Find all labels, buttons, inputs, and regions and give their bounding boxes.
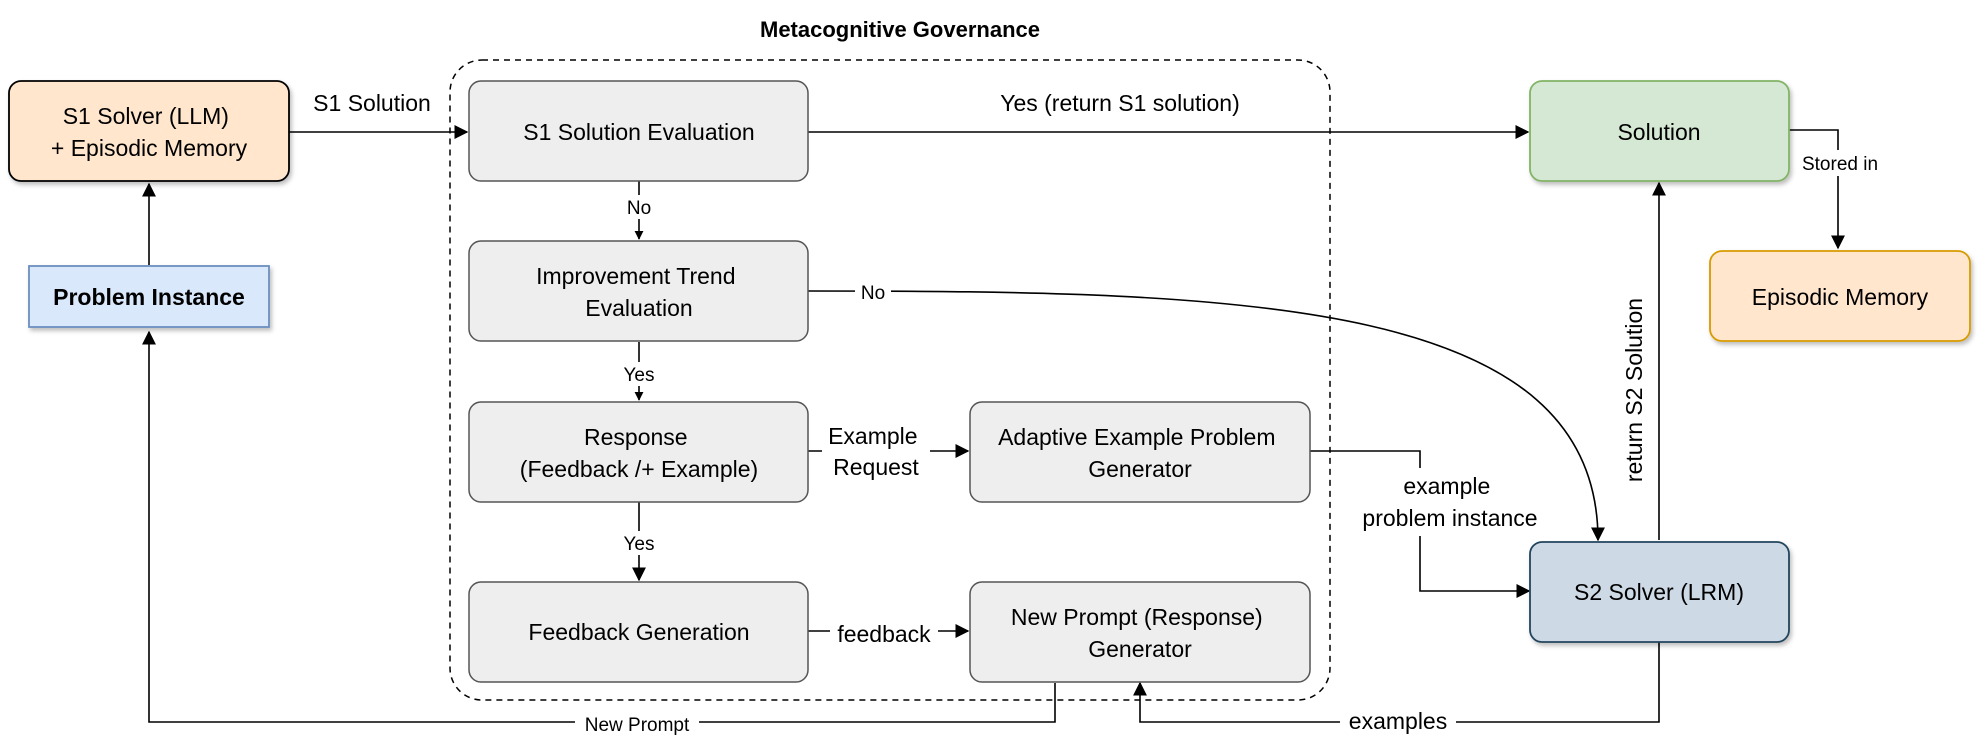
svg-text:Yes (return S1 solution): Yes (return S1 solution) — [1000, 90, 1240, 116]
svg-text:Problem Instance: Problem Instance — [53, 284, 245, 310]
svg-text:No: No — [861, 283, 885, 304]
svg-text:S1 Solution Evaluation: S1 Solution Evaluation — [523, 119, 754, 145]
edge-label-example-request: Example Request — [822, 420, 930, 482]
edge-label-examples: examples — [1340, 706, 1456, 736]
edge-label-no-1: No — [622, 195, 656, 219]
edge-label-feedback: feedback — [830, 618, 938, 648]
svg-text:Example Request: Example Request — [828, 423, 924, 480]
diagram-title: Metacognitive Governance — [760, 17, 1040, 42]
edge-label-yes-2: Yes — [618, 531, 660, 555]
svg-text:New Prompt (Response) Ge: New Prompt (Response) Generator — [1011, 604, 1269, 662]
node-s1-solution-evaluation: S1 Solution Evaluation — [468, 80, 809, 182]
svg-text:S1 Solver (LLM) + Episod: S1 Solver (LLM) + Episodic Memory — [51, 103, 248, 161]
edge-label-stored-in: Stored in — [1794, 150, 1884, 176]
svg-text:Adaptive Example Problem: Adaptive Example Problem Generator — [998, 424, 1282, 482]
node-solution: Solution — [1529, 80, 1790, 182]
svg-text:examples: examples — [1349, 708, 1447, 734]
node-s1-solver: S1 Solver (LLM) + Episodic Memory — [8, 80, 290, 182]
edge-label-s1-solution: S1 Solution — [313, 90, 431, 116]
svg-text:S1 Solution: S1 Solution — [313, 90, 431, 116]
svg-text:Stored in: Stored in — [1802, 154, 1878, 175]
edge-label-no-2: No — [855, 280, 891, 304]
svg-text:Feedback Generation: Feedback Generation — [528, 619, 749, 645]
node-adaptive-example-generator: Adaptive Example Problem Generator — [969, 401, 1311, 503]
svg-text:Solution: Solution — [1617, 119, 1700, 145]
svg-text:feedback: feedback — [837, 621, 931, 647]
svg-text:New Prompt: New Prompt — [585, 715, 690, 736]
svg-text:example problem instance: example problem instance — [1362, 473, 1537, 531]
node-s2-solver: S2 Solver (LRM) — [1529, 541, 1790, 643]
svg-text:return S2 Solution: return S2 Solution — [1621, 298, 1647, 482]
edge-stored-in — [1789, 129, 1845, 250]
svg-text:S2 Solver (LRM): S2 Solver (LRM) — [1574, 579, 1744, 605]
node-feedback-generation: Feedback Generation — [468, 581, 809, 683]
node-response: Response (Feedback /+ Example) — [468, 401, 809, 503]
svg-text:Improvement Trend Evalua: Improvement Trend Evaluation — [536, 263, 742, 321]
edge-label-yes-return: Yes (return S1 solution) — [980, 86, 1265, 120]
svg-text:No: No — [627, 198, 651, 219]
governance-container — [449, 59, 1331, 701]
node-improvement-trend-evaluation: Improvement Trend Evaluation — [468, 240, 809, 342]
node-new-prompt-generator: New Prompt (Response) Generator — [969, 581, 1311, 683]
edge-label-yes-1: Yes — [618, 362, 660, 386]
edge-label-new-prompt: New Prompt — [575, 712, 699, 736]
edge-label-example-problem-instance: example problem instance — [1346, 468, 1554, 536]
node-problem-instance: Problem Instance — [28, 265, 270, 328]
node-episodic-memory: Episodic Memory — [1709, 250, 1971, 342]
edge-label-return-s2: return S2 Solution — [1618, 285, 1652, 495]
svg-text:Yes: Yes — [624, 365, 655, 386]
edge-no-2 — [807, 290, 1605, 542]
svg-text:Yes: Yes — [624, 534, 655, 555]
svg-text:Response (Feedback /+ Ex: Response (Feedback /+ Example) — [520, 424, 758, 482]
svg-text:Episodic Memory: Episodic Memory — [1752, 284, 1929, 310]
